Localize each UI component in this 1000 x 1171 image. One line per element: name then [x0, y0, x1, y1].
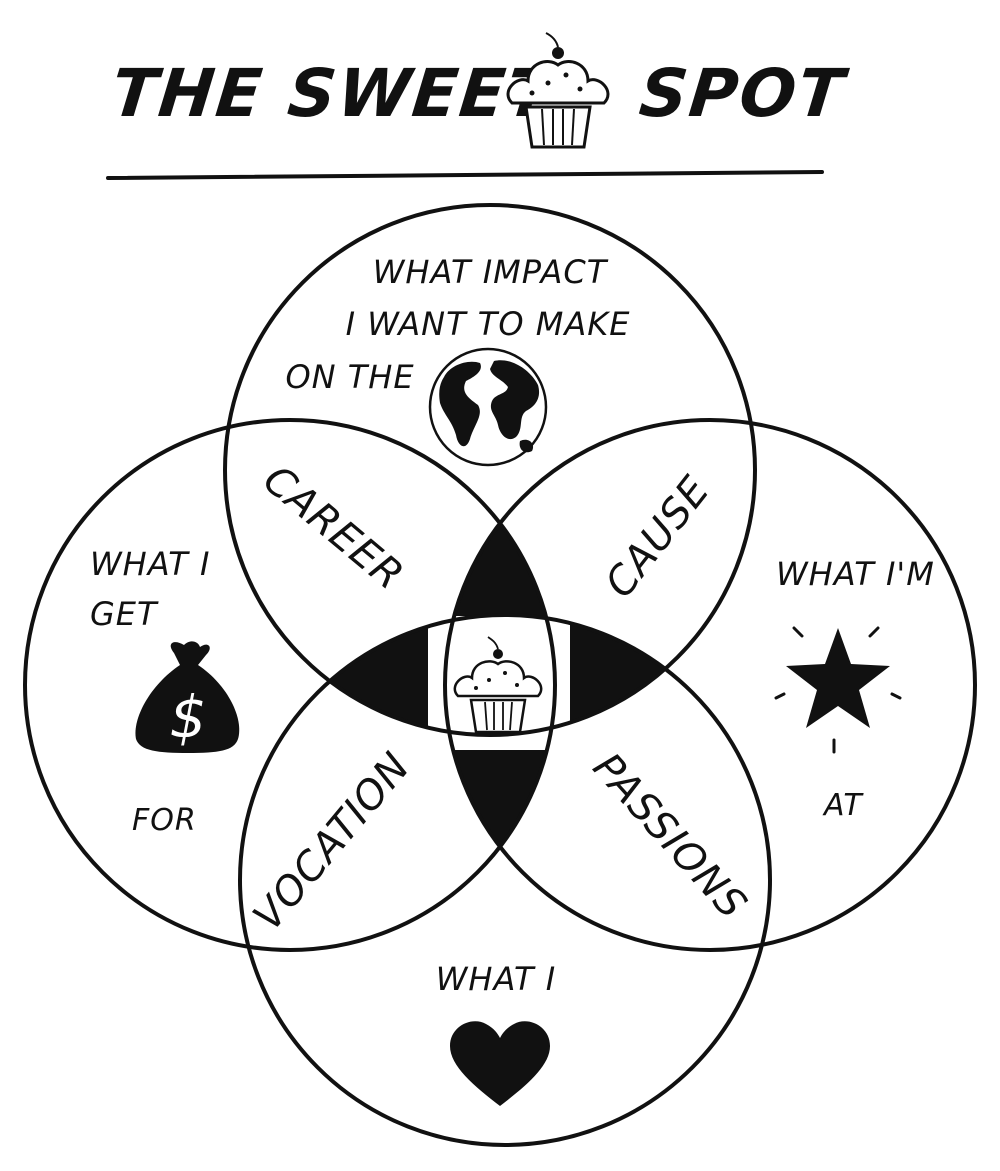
left-line-1: WHAT I: [90, 545, 210, 583]
center-cupcake-icon: [453, 636, 543, 734]
label-cause: CAUSE: [596, 468, 719, 607]
top-line-1: WHAT IMPACT: [373, 253, 609, 291]
title-underline: [106, 170, 824, 180]
bottom-line-1: WHAT I: [436, 960, 556, 998]
label-passions: PASSIONS: [584, 745, 756, 928]
money-bag-icon: $: [135, 641, 240, 753]
svg-text:$: $: [170, 683, 207, 751]
circle-left: [23, 418, 557, 952]
star-icon: [774, 626, 902, 754]
circle-bottom: [238, 613, 772, 1147]
left-line-2: GET: [90, 595, 159, 633]
circle-top: [223, 203, 757, 737]
label-career: CAREER: [254, 457, 412, 600]
right-line-2: AT: [822, 788, 864, 823]
top-line-3: ON THE: [285, 358, 414, 396]
right-line-1: WHAT I'M: [776, 555, 935, 593]
title-cupcake-icon: [506, 32, 610, 149]
globe-icon: [428, 347, 548, 467]
circle-right: [443, 418, 977, 952]
top-line-2: I WANT TO MAKE: [346, 305, 631, 343]
heart-icon: [450, 1021, 550, 1106]
left-line-3: FOR: [132, 803, 197, 838]
label-vocation: VOCATION: [245, 744, 420, 940]
